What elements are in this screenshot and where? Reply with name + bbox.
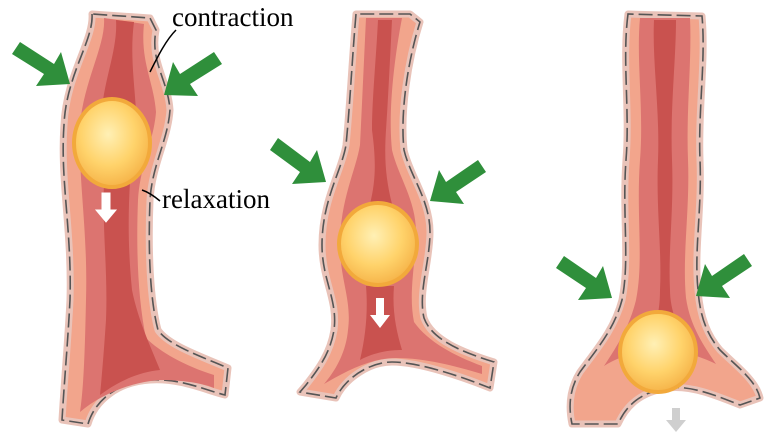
stage-3-faded-down-arrow-icon (666, 408, 686, 432)
stage-1-esophagus (12, 14, 228, 424)
stage-1-food-bolus (74, 99, 150, 187)
stage-3-right-squeeze-green-arrow-icon (696, 254, 752, 298)
stage-2-food-bolus (339, 203, 417, 285)
stage-2-left-squeeze-green-arrow-icon (270, 138, 326, 184)
stage-2-right-squeeze-green-arrow-icon (430, 160, 486, 204)
relaxation-label: relaxation (162, 184, 270, 214)
stage-3-food-bolus (620, 312, 696, 392)
contraction-label: contraction (172, 2, 294, 32)
stage-1-right-squeeze-green-arrow-icon (164, 52, 222, 96)
stage-1-left-squeeze-green-arrow-icon (12, 42, 70, 86)
stage-2-esophagus (270, 14, 494, 398)
stage-3-esophagus (556, 14, 760, 432)
stage-3-left-squeeze-green-arrow-icon (556, 256, 612, 300)
